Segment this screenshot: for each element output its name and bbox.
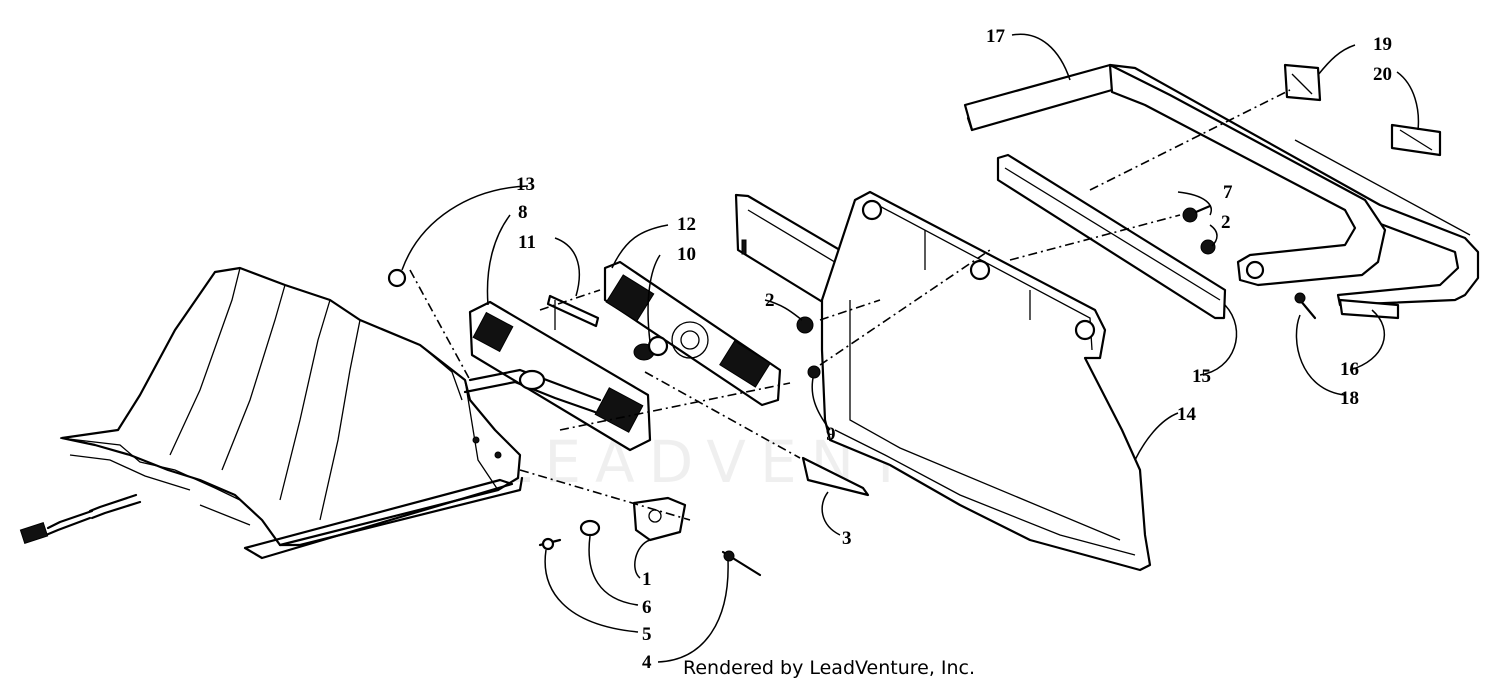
callout-8: 8 [518,202,528,223]
hardware [538,204,1317,577]
bracket-strip [546,294,600,330]
leader-lines [401,33,1420,663]
wire-harness [19,493,142,544]
callout-18: 18 [1340,388,1359,409]
reflector-20 [1390,123,1442,157]
lens-grille-left [605,274,655,322]
flap-rail [996,153,1227,320]
callout-12: 12 [677,214,696,235]
taillight-bracket [463,300,652,452]
callout-2-right: 2 [1221,212,1231,233]
callout-11: 11 [518,232,536,253]
bulb [633,335,669,361]
credit-line: Rendered by LeadVenture, Inc. [683,657,975,679]
callout-2-center: 2 [765,290,775,311]
wire-connector [19,522,49,544]
bracket-socket-upper [472,311,514,353]
callout-15: 15 [1192,366,1211,387]
callout-9: 9 [826,424,836,445]
snow-flap-panel [820,190,1152,572]
reflector-19 [1283,63,1322,102]
callout-16: 16 [1340,359,1359,380]
callout-4: 4 [642,652,652,673]
callout-5: 5 [642,624,652,645]
callout-1: 1 [642,569,652,590]
taillight-lens [603,260,782,407]
callout-7: 7 [1223,182,1233,203]
lens-grille-right [719,340,771,388]
callout-17: 17 [986,26,1006,47]
rear-body-housing [59,266,524,560]
callouts: 17 19 20 13 8 11 12 10 7 2 2 15 16 18 9 … [516,26,1392,673]
callout-19: 19 [1373,34,1392,55]
callout-3: 3 [842,528,852,549]
rear-bumper [963,63,1480,320]
bracket-socket-lower [594,387,644,433]
callout-14: 14 [1177,404,1197,425]
screw-13 [387,268,407,288]
callout-13: 13 [516,174,535,195]
callout-6: 6 [642,597,652,618]
assembly-lines [409,89,1291,521]
callout-10: 10 [677,244,696,265]
callout-20: 20 [1373,64,1392,85]
